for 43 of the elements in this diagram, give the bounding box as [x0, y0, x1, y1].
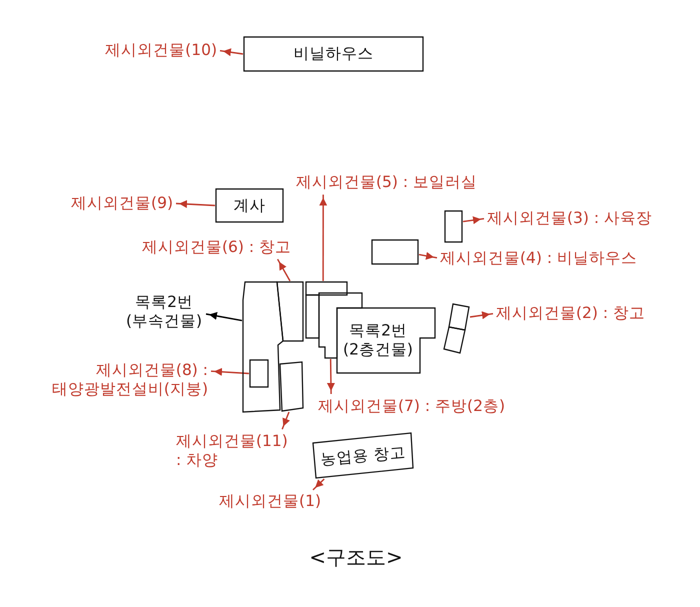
leader-arrow [176, 200, 216, 208]
leader-arrow [277, 258, 291, 282]
building-outline [336, 307, 436, 374]
building-outline [215, 188, 284, 223]
leader-arrow [470, 311, 494, 320]
callout-label: 제시외건물(1) [219, 492, 321, 511]
callout-label: 제시외건물(6) : 창고 [142, 238, 291, 257]
leader-arrow [220, 48, 244, 56]
building-name: 농업용 창고 [320, 443, 406, 469]
callout-label: 제시외건물(2) : 창고 [496, 304, 646, 323]
building-outline [371, 239, 419, 265]
callout-label: 제시외건물(7) : 주방(2층) [318, 397, 505, 416]
callout-label: 제시외건물(10) [105, 41, 217, 60]
building-outline [249, 359, 269, 388]
building-outline [312, 432, 414, 479]
building-outline [243, 36, 424, 72]
building-outline [444, 210, 463, 243]
building-outline [279, 361, 304, 412]
leader-arrow [418, 252, 438, 260]
leader-arrow [462, 216, 484, 224]
building-outline [448, 303, 470, 331]
building-name: 계사 [234, 196, 266, 215]
building-name: 비닐하우스 [294, 44, 374, 64]
caption-text: <구조도> [309, 545, 403, 569]
callout-label: 제시외건물(11) : 차양 [176, 432, 289, 470]
callout-label: 목록2번 (부속건물) [125, 293, 203, 330]
callout-label: 제시외건물(5) : 보일러실 [296, 173, 478, 192]
building-outline [305, 281, 348, 296]
leader-arrow [210, 368, 250, 376]
leader-arrow [319, 194, 328, 281]
leader-arrow [326, 359, 335, 394]
leader-arrow [282, 412, 290, 430]
leader-arrow [206, 312, 242, 322]
building-name: 목록2번 (2층건물) [342, 321, 414, 359]
callout-label: 제시외건물(8) : 태양광발전설비(지붕) [50, 361, 208, 398]
leader-arrow [312, 478, 325, 490]
building-outline [242, 281, 284, 413]
callout-label: 제시외건물(3) : 사육장 [487, 209, 652, 228]
callout-label: 제시외건물(9) [71, 194, 173, 213]
building-outline [305, 294, 320, 339]
building-outline [276, 281, 304, 342]
building-outline [443, 326, 466, 354]
callout-label: 제시외건물(4) : 비닐하우스 [440, 249, 638, 268]
